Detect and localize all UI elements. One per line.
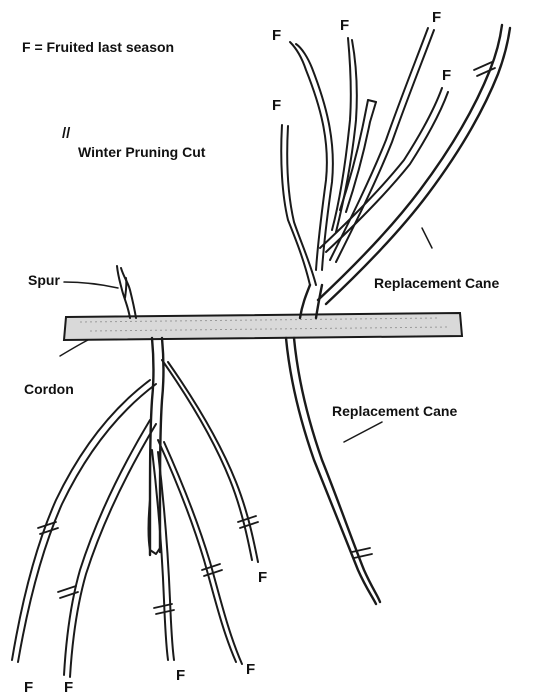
f-mark: F: [442, 67, 451, 84]
cordon-label: Cordon: [24, 381, 74, 397]
f-mark: F: [24, 679, 33, 695]
legend-cut-label: Winter Pruning Cut: [78, 144, 206, 160]
f-mark: F: [272, 97, 281, 114]
cut-symbol: //: [62, 125, 71, 142]
spur-label: Spur: [28, 272, 60, 288]
replacement-cane-label-upper: Replacement Cane: [374, 275, 499, 291]
f-mark: F: [272, 27, 281, 44]
cordon-arm: [64, 313, 462, 340]
replacement-cane-label-lower: Replacement Cane: [332, 403, 457, 419]
f-mark: F: [258, 569, 267, 586]
spur: [117, 266, 136, 318]
f-mark: F: [340, 17, 349, 34]
f-mark: F: [64, 679, 73, 695]
f-mark: F: [176, 667, 185, 684]
legend-fruited-label: F = Fruited last season: [22, 39, 174, 55]
f-mark: F: [432, 9, 441, 26]
f-mark: F: [246, 661, 255, 678]
